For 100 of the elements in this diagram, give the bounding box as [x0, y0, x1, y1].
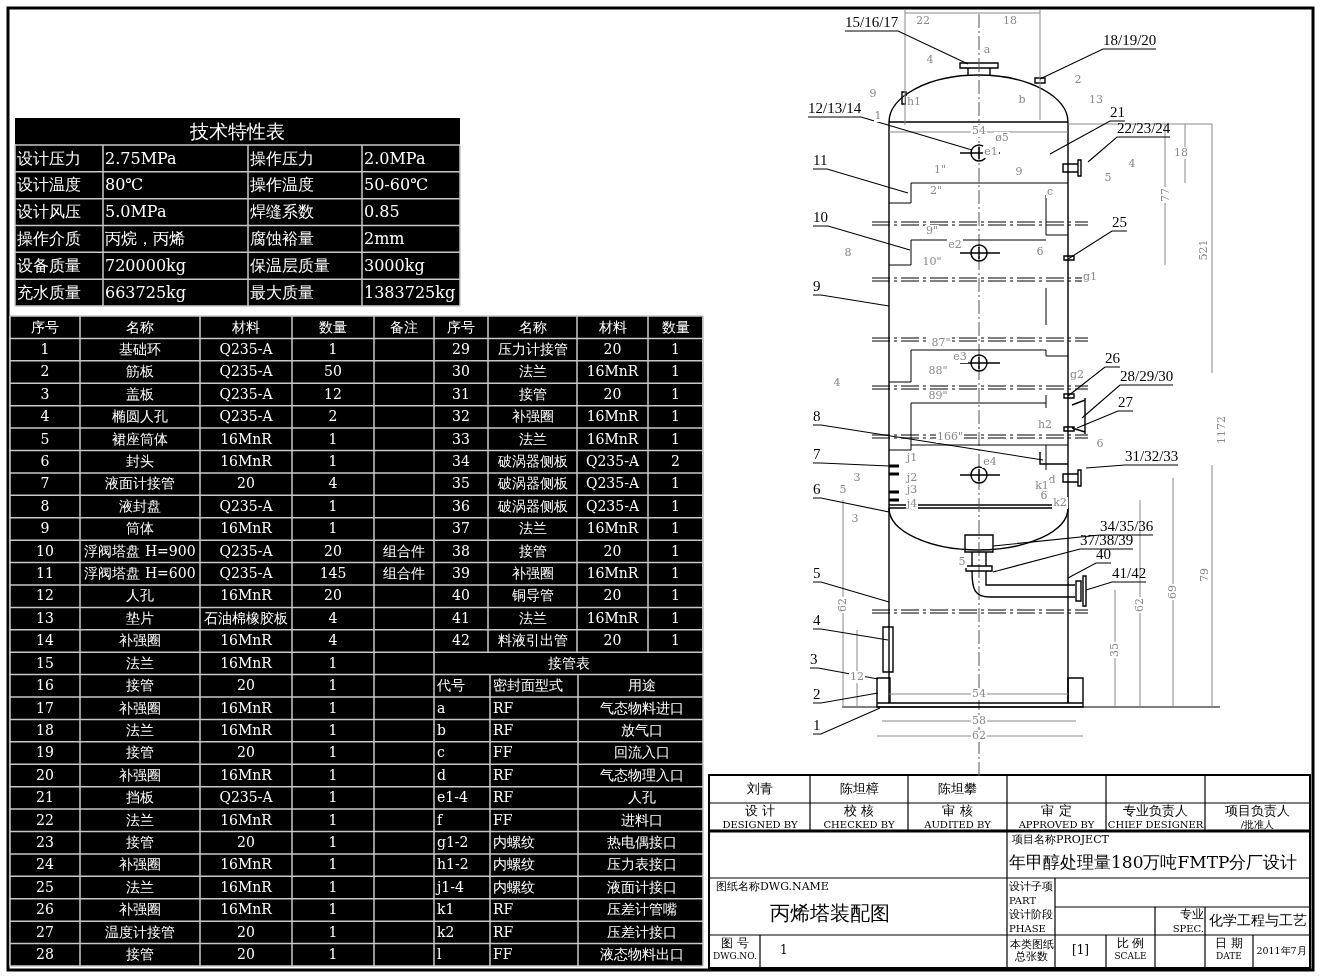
- table-text: 20: [237, 745, 255, 761]
- dimension-label: e1: [983, 145, 999, 159]
- leader-line: [1081, 384, 1174, 419]
- table-text: 34: [452, 453, 470, 470]
- table-text: d: [437, 767, 446, 784]
- table-text: 20: [603, 588, 622, 604]
- table-text: 压力表接口: [606, 857, 677, 873]
- dimension-label: 62: [971, 729, 987, 743]
- table-text: 最大质量: [250, 283, 314, 302]
- table-text: 1: [328, 902, 338, 918]
- callout-number: 28/29/30: [1120, 368, 1174, 385]
- title-block-text: 本类图纸总张数: [1009, 938, 1054, 964]
- table-text: 设计风压: [17, 203, 81, 221]
- title-block-text: 化学工程与工艺: [1208, 913, 1307, 929]
- callout-number: 18/19/20: [1103, 32, 1157, 49]
- table-text: 13: [36, 610, 54, 627]
- table-text: 2mm: [364, 230, 405, 248]
- table-text: 1: [328, 678, 338, 694]
- table-text: 16MnR: [220, 902, 272, 918]
- table-text: 16MnR: [586, 610, 639, 627]
- table-text: 法兰: [126, 722, 154, 739]
- title-block-text: 项目名称PROJECT: [1012, 833, 1109, 847]
- table-text: 36: [452, 498, 470, 515]
- table-text: 12: [324, 386, 342, 403]
- callout-number: 8: [813, 408, 821, 425]
- dimension-label: 5: [957, 555, 967, 569]
- table-text: 浮阀塔盘 H=900: [84, 543, 196, 559]
- table-text: 内螺纹: [493, 857, 535, 873]
- table-text: 1: [328, 879, 338, 896]
- table-text: 1: [328, 924, 338, 941]
- table-text: 1: [671, 498, 680, 515]
- table-text: 1: [671, 431, 680, 447]
- table-text: 丙烷，丙烯: [105, 230, 185, 248]
- title-block-text: AUDITED BY: [924, 818, 991, 830]
- table-text: 28: [36, 947, 54, 963]
- leader-line: [1039, 48, 1157, 80]
- table-text: l: [437, 947, 442, 963]
- table-text: 2: [328, 409, 338, 425]
- table-text: 0.85: [364, 203, 400, 221]
- table-text: 15: [36, 655, 54, 672]
- table-text: 1: [671, 610, 680, 627]
- table-text: 进料口: [620, 812, 663, 828]
- table-text: 补强圈: [119, 767, 161, 784]
- table-text: 1: [40, 341, 50, 358]
- dimension-label: j3: [905, 483, 919, 497]
- table-text: 3000kg: [364, 256, 425, 275]
- callout-number: 21: [1110, 104, 1125, 121]
- table-text: 17: [36, 700, 54, 716]
- dimension-label: 58: [971, 714, 987, 728]
- table-text: 11: [36, 566, 54, 582]
- leader-line: [1067, 366, 1121, 397]
- title-block-text: 审 定: [1041, 803, 1072, 819]
- table-text: 1: [671, 588, 680, 604]
- table-text: Q235-A: [219, 409, 273, 425]
- table-text: 筋板: [126, 364, 154, 380]
- table-text: 密封面型式: [493, 678, 563, 694]
- table-text: RF: [493, 790, 514, 806]
- table-text: 4: [328, 476, 338, 492]
- table-text: 80℃: [105, 176, 144, 195]
- table-text: 2.75MPa: [105, 149, 177, 168]
- dimension-label: j2: [905, 471, 919, 485]
- dimension-label: g2: [1068, 368, 1085, 382]
- table-text: 42: [452, 633, 470, 649]
- table-text: 接管: [518, 386, 547, 403]
- title-block-text: 丙烯塔装配图: [770, 902, 890, 924]
- table-text: 1: [328, 341, 338, 358]
- table-text: 18: [36, 722, 54, 739]
- table-text: 4: [328, 633, 338, 649]
- table-text: Q235-A: [219, 566, 273, 582]
- callout-number: 6: [813, 481, 821, 498]
- callout-number: 9: [813, 278, 821, 295]
- dimension-label: 54: [971, 124, 987, 138]
- table-text: g1-2: [437, 835, 469, 851]
- table-text: 1: [671, 409, 680, 425]
- table-text: 接管: [126, 678, 154, 694]
- table-text: 5: [40, 431, 50, 447]
- table-text: 压差计接口: [606, 924, 677, 941]
- table-text: 39: [452, 566, 470, 582]
- table-text: 16MnR: [220, 722, 272, 739]
- table-text: 16MnR: [220, 812, 272, 828]
- table-text: 1: [328, 521, 338, 537]
- table-text: 盖板: [126, 386, 154, 403]
- table-text: 破涡器侧板: [497, 476, 568, 492]
- title-block-text: 日 期: [1215, 937, 1243, 951]
- table-text: 41: [452, 610, 470, 627]
- table-text: 材料: [598, 319, 627, 335]
- table-text: RF: [493, 722, 514, 739]
- table-text: 接管: [126, 835, 154, 851]
- title-block-text: 专业: [1180, 908, 1204, 922]
- leader-line: [992, 534, 1154, 547]
- table-text: 50-60℃: [364, 176, 429, 195]
- table-text: 1: [671, 633, 680, 649]
- table-text: 压差计管嘴: [606, 902, 677, 918]
- leader-line: [812, 581, 890, 603]
- callout-number: 22/23/24: [1117, 120, 1171, 137]
- table-text: 1: [328, 431, 338, 447]
- table-text: 20: [237, 678, 255, 694]
- callout-number: 12/13/14: [808, 100, 862, 117]
- table-text: 20: [324, 588, 342, 604]
- table-text: 20: [237, 924, 255, 941]
